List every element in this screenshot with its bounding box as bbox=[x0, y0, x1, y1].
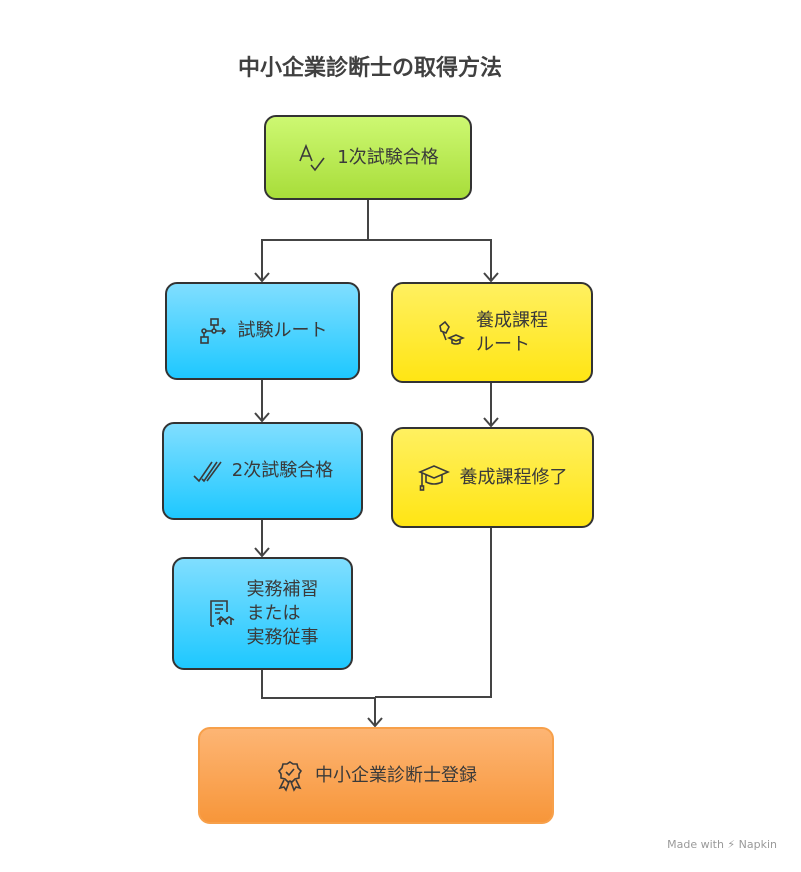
node-exam-route: 試験ルート bbox=[165, 282, 360, 380]
double-check-icon bbox=[193, 461, 222, 483]
spell-check-icon bbox=[299, 143, 325, 171]
node-label-line: 養成課程 bbox=[476, 309, 548, 331]
node-label: 養成課程修了 bbox=[459, 466, 568, 488]
graduation-cap-icon bbox=[417, 464, 450, 491]
node-label: 中小企業診断士登録 bbox=[315, 764, 477, 786]
node-training-route: 養成課程 ルート bbox=[391, 282, 593, 383]
award-badge-icon bbox=[277, 760, 303, 792]
node-label-line: 実務従事 bbox=[246, 626, 319, 648]
node-label-line: または bbox=[246, 602, 301, 624]
node-label: 試験ルート bbox=[237, 320, 328, 341]
connector-training-route-to-complete bbox=[483, 382, 499, 428]
connector-first-to-split bbox=[261, 199, 492, 281]
node-first-exam-passed: 1次試験合格 bbox=[264, 115, 472, 200]
connector-to-registration bbox=[261, 527, 492, 728]
node-registration: 中小企業診断士登録 bbox=[198, 727, 554, 824]
arrowhead bbox=[254, 272, 499, 283]
flowchart-icon bbox=[199, 318, 226, 344]
node-label-line: ルート bbox=[476, 333, 530, 355]
node-label: 2次試験合格 bbox=[231, 460, 334, 481]
connector-second-to-practice bbox=[254, 519, 270, 558]
node-training-complete: 養成課程修了 bbox=[391, 427, 594, 528]
diagram-title: 中小企業診断士の取得方法 bbox=[237, 56, 502, 81]
node-practical-training: 実務補習 または 実務従事 bbox=[172, 557, 353, 670]
node-label-line: 実務補習 bbox=[246, 578, 319, 600]
pin-graduation-icon bbox=[439, 320, 466, 345]
certificate-document-icon bbox=[209, 599, 234, 627]
connector-exam-route-to-second bbox=[254, 380, 270, 423]
napkin-credit: Made with ⚡ Napkin bbox=[667, 838, 777, 851]
node-second-exam-passed: 2次試験合格 bbox=[162, 422, 363, 520]
node-label: 1次試験合格 bbox=[337, 146, 439, 168]
